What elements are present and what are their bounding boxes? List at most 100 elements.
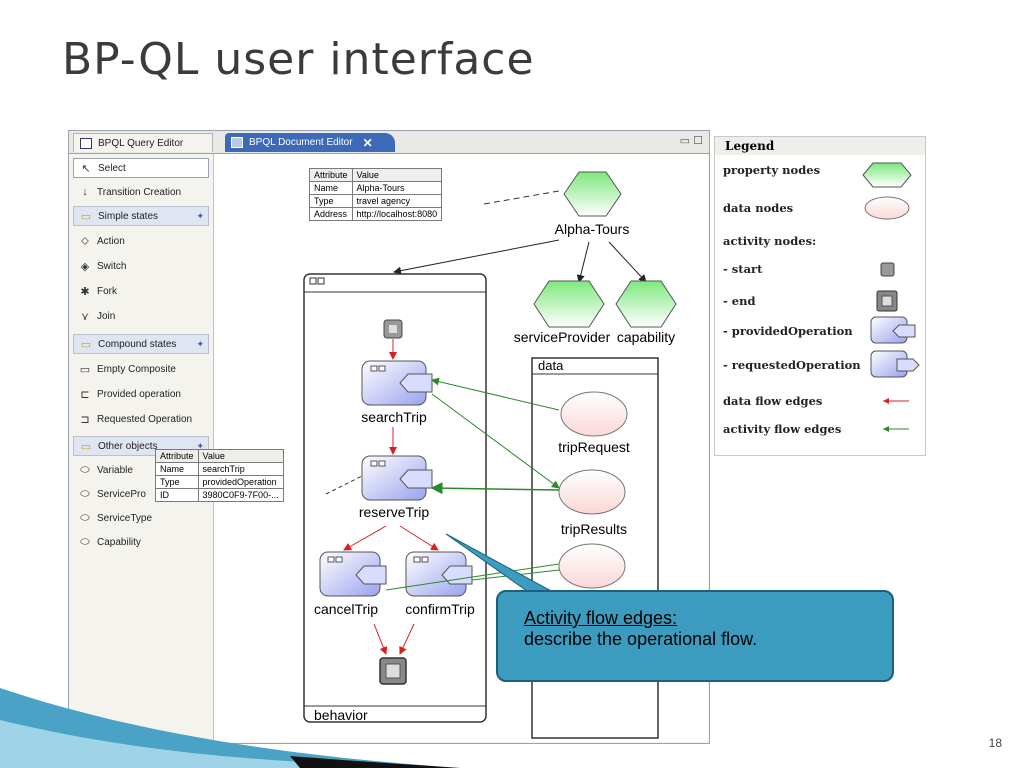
table-cell: http://localhost:8080 [351, 207, 443, 221]
window-controls: ▭ ☐ [680, 134, 703, 147]
cancel-trip-node[interactable] [319, 551, 387, 597]
editor-icon [80, 137, 92, 149]
table-header: Value [197, 449, 284, 463]
palette-group-compound-states[interactable]: ▭Compound states✦ [73, 334, 209, 354]
palette-fork[interactable]: ✱Fork [73, 281, 209, 301]
composite-icon [309, 277, 317, 285]
palette-label: Capability [97, 536, 141, 548]
palette-label: Select [98, 162, 126, 174]
legend-requested-operation-symbol [870, 350, 920, 378]
data-node[interactable] [558, 543, 626, 589]
legend-property-nodes: property nodes [723, 163, 821, 177]
palette-label: Empty Composite [97, 363, 176, 375]
palette-label: Action [97, 235, 125, 247]
legend-data-flow-arrowhead [883, 398, 889, 404]
page-number: 18 [988, 736, 1002, 750]
palette-empty-composite[interactable]: ▭ Empty Composite [73, 359, 209, 379]
edge-cancel-end [373, 623, 388, 655]
confirm-trip-label: confirmTrip [405, 601, 475, 617]
edge-tripresults-reserve [430, 482, 560, 495]
capability-node[interactable] [615, 280, 677, 328]
legend-activity-flow-arrowhead [883, 426, 889, 432]
tab-label: BPQL Query Editor [98, 137, 184, 149]
maximize-icon[interactable]: ☐ [693, 135, 703, 147]
pin-icon[interactable]: ✦ [196, 210, 204, 221]
legend-requested-operation: - requestedOperation [723, 358, 861, 372]
cursor-icon: ↖ [81, 162, 91, 175]
oval-icon: ⬭ [80, 535, 90, 548]
table-cell: providedOperation [197, 475, 284, 489]
tool-palette: ↖ Select ↓Transition Creation ▭Simple sta… [69, 154, 214, 742]
composite-icon [317, 277, 325, 285]
palette-group-simple-states[interactable]: ▭Simple states✦ [73, 206, 209, 226]
palette-label: Join [97, 310, 116, 322]
folder-icon: ▭ [80, 338, 92, 351]
service-provider-node[interactable] [533, 280, 605, 328]
palette-action[interactable]: ⬦Action [73, 231, 209, 251]
confirm-trip-node[interactable] [405, 551, 473, 597]
palette-transition-creation[interactable]: ↓Transition Creation [73, 182, 209, 202]
palette-switch[interactable]: ◈Switch [73, 256, 209, 276]
search-trip-node[interactable] [361, 360, 433, 406]
legend-end: - end [723, 294, 756, 308]
palette-select[interactable]: ↖ Select [73, 158, 209, 178]
alpha-tours-label: Alpha-Tours [555, 221, 630, 237]
legend-panel: Legend property nodes data nodes activit… [714, 136, 926, 456]
palette-capability[interactable]: ⬭ Capability [73, 532, 209, 552]
edge-alpha-provider [576, 241, 590, 283]
edge-alpha-behavior [393, 239, 560, 275]
reserve-trip-node[interactable] [361, 455, 433, 501]
composite-icon: ▭ [79, 363, 91, 376]
legend-data-flow-edges: data flow edges [723, 394, 823, 408]
legend-end-symbol-inner [881, 295, 893, 307]
table-cell: Address [309, 207, 353, 221]
switch-icon: ◈ [80, 260, 90, 273]
palette-provided-operation[interactable]: ⊏Provided operation [73, 384, 209, 404]
tab-bpql-query-editor[interactable]: BPQL Query Editor [73, 133, 213, 152]
pin-icon[interactable]: ✦ [196, 440, 204, 451]
decorative-swoosh [0, 688, 460, 768]
trip-results-node[interactable] [558, 469, 626, 515]
table-header: Value [351, 168, 443, 182]
edge-data-cancel [385, 563, 560, 591]
oval-icon: ⬭ [80, 463, 90, 476]
palette-service-provider[interactable]: ⬭ServicePro [73, 484, 209, 504]
edge-reserve-confirm [399, 525, 439, 551]
callout-heading: Activity flow edges: [524, 608, 678, 628]
palette-label: Fork [97, 285, 117, 297]
legend-data-node-symbol [864, 196, 910, 220]
requested-operation-icon: ⊐ [80, 413, 90, 426]
tab-bpql-document-editor[interactable]: BPQL Document Editor ✕ [225, 133, 395, 152]
capability-label: capability [617, 329, 675, 345]
behavior-label: behavior [314, 707, 368, 723]
legend-start: - start [723, 262, 763, 276]
palette-join[interactable]: ⋎Join [73, 306, 209, 326]
legend-provided-operation-symbol [870, 316, 916, 344]
editor-tab-bar: BPQL Query Editor BPQL Document Editor ✕… [69, 131, 709, 154]
callout-box: Activity flow edges: describe the operat… [496, 590, 894, 682]
table-cell: Alpha-Tours [351, 181, 443, 195]
end-node-inner [385, 663, 401, 679]
legend-data-nodes: data nodes [723, 201, 794, 215]
palette-service-type[interactable]: ⬭ServiceType [73, 508, 209, 528]
legend-activity-nodes: activity nodes: [723, 234, 817, 248]
trip-request-node[interactable] [560, 391, 628, 437]
close-icon[interactable]: ✕ [362, 135, 373, 150]
palette-variable[interactable]: ⬭Variable [73, 460, 209, 480]
oval-icon: ⬭ [80, 487, 90, 500]
legend-symbols [862, 162, 920, 432]
folder-icon: ▭ [80, 210, 92, 223]
palette-requested-operation[interactable]: ⊐Requested Operation [73, 409, 209, 429]
swoosh-dark [290, 756, 460, 768]
legend-property-node-symbol [862, 162, 912, 188]
minimize-icon[interactable]: ▭ [679, 135, 691, 147]
swoosh-light [0, 720, 460, 768]
alpha-tours-node[interactable] [563, 171, 622, 217]
slide-title: BP-QL user interface [62, 34, 535, 85]
pin-icon[interactable]: ✦ [196, 338, 204, 349]
table-cell: ID [155, 488, 199, 502]
